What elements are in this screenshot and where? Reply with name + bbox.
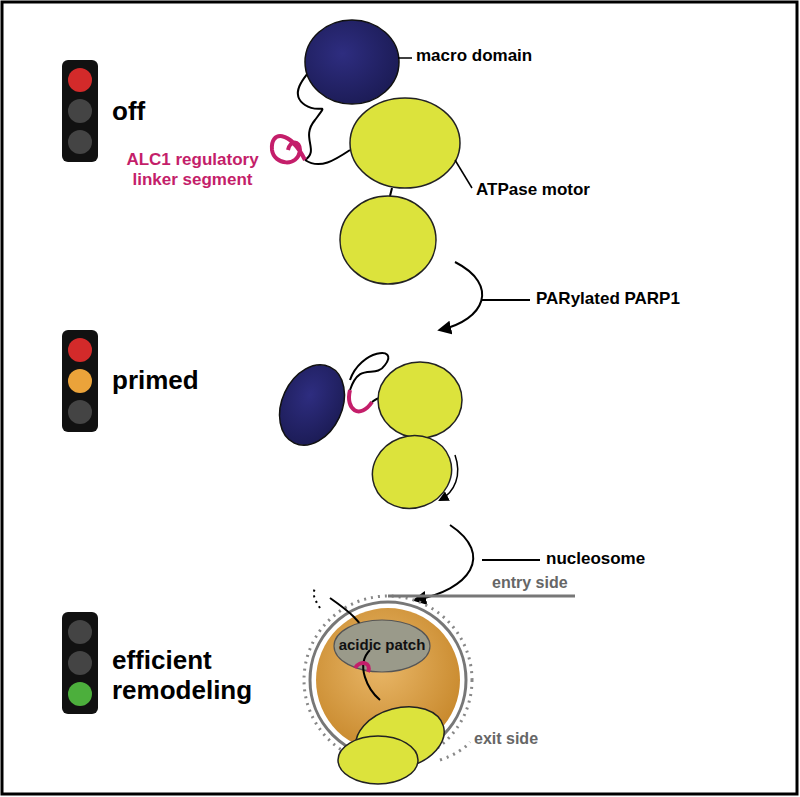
side-label: exit side <box>474 730 594 748</box>
state-label: off <box>112 97 192 127</box>
input-arrow <box>482 559 540 561</box>
state-label: primed <box>112 366 232 396</box>
transition-arrow <box>415 525 473 600</box>
transition-arrow <box>440 262 482 330</box>
motor-label: ATPase motor <box>476 180 626 200</box>
traffic-light <box>62 612 98 714</box>
input-arrow <box>482 299 530 301</box>
nucleosome <box>304 588 575 784</box>
patch-label: acidic patch <box>334 636 430 653</box>
alc1-primed <box>267 353 462 520</box>
input-label: PARylated PARP1 <box>536 289 726 309</box>
traffic-light <box>62 330 98 432</box>
traffic-light <box>62 60 98 162</box>
linker-label: ALC1 regulatory linker segment <box>110 150 275 189</box>
side-label: entry side <box>492 574 612 592</box>
state-label: efficient remodeling <box>112 646 272 706</box>
domain-label: macro domain <box>416 46 566 66</box>
input-label: nucleosome <box>546 549 696 569</box>
